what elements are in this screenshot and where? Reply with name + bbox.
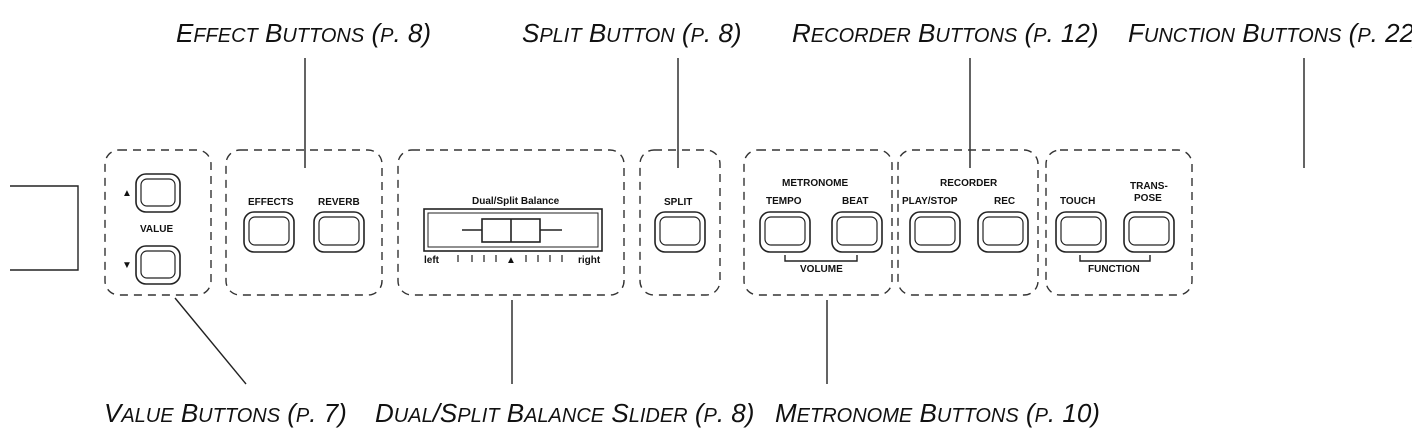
split-group-border	[639, 149, 721, 296]
balance-slider-title: Dual/Split Balance	[472, 196, 560, 207]
recorder-group-label: RECORDER	[940, 178, 998, 189]
effects-group: EFFECTS REVERB	[225, 149, 383, 296]
metronome-group-label: METRONOME	[782, 178, 848, 189]
callout-function-buttons: FUNCTION BUTTONS (P. 22)	[1128, 18, 1412, 48]
reverb-button[interactable]	[313, 211, 365, 253]
play-stop-label: PLAY/STOP	[902, 196, 958, 207]
callout-split-button: SPLIT BUTTON (P. 8)	[522, 18, 742, 48]
callout-effect-buttons: EFFECT BUTTONS (P. 8)	[176, 18, 431, 48]
effects-label: EFFECTS	[248, 197, 294, 208]
beat-label: BEAT	[842, 196, 868, 207]
balance-right-label: right	[578, 255, 601, 266]
metronome-group-border	[743, 149, 893, 296]
play-stop-button[interactable]	[909, 211, 961, 253]
recorder-group: RECORDER PLAY/STOP REC	[897, 149, 1039, 296]
recorder-group-border	[897, 149, 1039, 296]
value-group: ▲ VALUE ▼	[104, 149, 212, 296]
value-up-button[interactable]	[135, 173, 181, 213]
touch-label: TOUCH	[1060, 196, 1095, 207]
function-bracket	[1079, 255, 1151, 262]
volume-bracket	[784, 255, 858, 262]
callout-recorder-buttons: RECORDER BUTTONS (P. 12)	[792, 18, 1099, 48]
leader-line-value	[174, 297, 247, 385]
beat-button[interactable]	[831, 211, 883, 253]
balance-slider-knob[interactable]	[481, 218, 541, 243]
function-group: TOUCH TRANS- POSE FUNCTION	[1045, 149, 1193, 296]
value-down-button[interactable]	[135, 245, 181, 285]
transpose-label-line1: TRANS-	[1130, 181, 1168, 192]
split-group: SPLIT	[639, 149, 721, 296]
split-button[interactable]	[654, 211, 706, 253]
balance-tick-marks	[457, 255, 563, 262]
effects-button[interactable]	[243, 211, 295, 253]
balance-slider-group-border	[397, 149, 625, 296]
balance-center-mark-icon: ▲	[506, 255, 516, 266]
value-label: VALUE	[140, 224, 173, 235]
display-outline	[10, 185, 79, 271]
balance-slider-group: Dual/Split Balance left right ▲	[397, 149, 625, 296]
transpose-label-line2: POSE	[1134, 193, 1162, 204]
value-down-arrow-icon: ▼	[122, 260, 132, 271]
function-group-border	[1045, 149, 1193, 296]
value-group-border	[104, 149, 212, 296]
split-label: SPLIT	[664, 197, 692, 208]
value-up-arrow-icon: ▲	[122, 188, 132, 199]
function-label: FUNCTION	[1088, 264, 1140, 275]
tempo-label: TEMPO	[766, 196, 802, 207]
touch-button[interactable]	[1055, 211, 1107, 253]
transpose-button[interactable]	[1123, 211, 1175, 253]
balance-left-label: left	[424, 255, 440, 266]
callout-value-buttons: VALUE BUTTONS (P. 7)	[104, 398, 347, 428]
metronome-group: METRONOME TEMPO BEAT VOLUME	[743, 149, 893, 296]
tempo-button[interactable]	[759, 211, 811, 253]
volume-label: VOLUME	[800, 264, 843, 275]
effects-group-border	[225, 149, 383, 296]
rec-label: REC	[994, 196, 1015, 207]
reverb-label: REVERB	[318, 197, 360, 208]
callout-dual-split-balance-slider: DUAL/SPLIT BALANCE SLIDER (P. 8)	[375, 398, 754, 428]
rec-button[interactable]	[977, 211, 1029, 253]
callout-metronome-buttons: METRONOME BUTTONS (P. 10)	[775, 398, 1100, 428]
